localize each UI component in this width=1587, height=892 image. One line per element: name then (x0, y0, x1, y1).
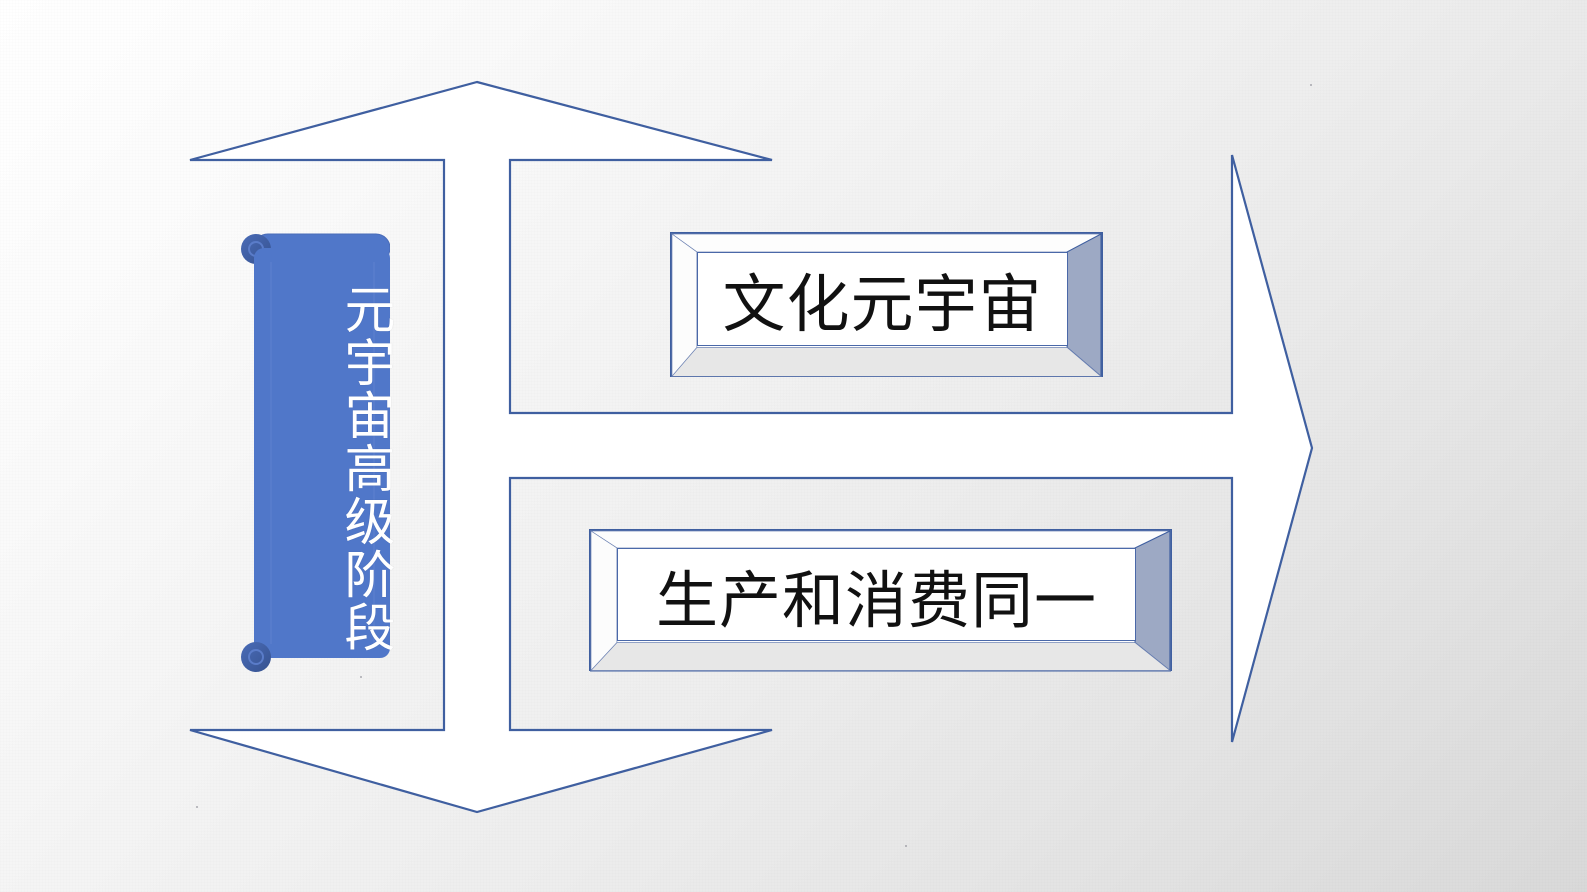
banner-bottom-curl (241, 642, 271, 672)
frame-text-production-consumption: 生产和消费同一 (655, 563, 1097, 637)
beveled-frame-production-consumption[interactable]: 生产和消费同一 (589, 529, 1172, 672)
frame-bevel-top-face (671, 233, 1102, 253)
frame-inner-top: 文化元宇宙 (697, 252, 1068, 346)
artifact-speck (1310, 84, 1312, 86)
frame-bevel-bottom-face (671, 347, 1102, 377)
beveled-frame-cultural-metaverse[interactable]: 文化元宇宙 (670, 232, 1103, 378)
scroll-banner-shape (241, 233, 390, 672)
artifact-speck (360, 676, 362, 678)
artifact-speck (196, 806, 198, 808)
banner-main (254, 248, 390, 658)
frame-text-cultural-metaverse: 文化元宇宙 (722, 267, 1043, 341)
artifact-speck (905, 845, 907, 847)
vertical-scroll-banner[interactable]: 元宇宙高级阶段 (238, 232, 394, 674)
frame-inner-bottom: 生产和消费同一 (617, 548, 1136, 641)
banner-bottom-curl-ring (248, 649, 264, 665)
arrow-path (189, 80, 1314, 814)
banner-label: 元宇宙高级阶段 (335, 282, 394, 654)
frame-bevel-bottom-face (590, 642, 1171, 671)
frame-bevel-top-face (590, 530, 1171, 549)
